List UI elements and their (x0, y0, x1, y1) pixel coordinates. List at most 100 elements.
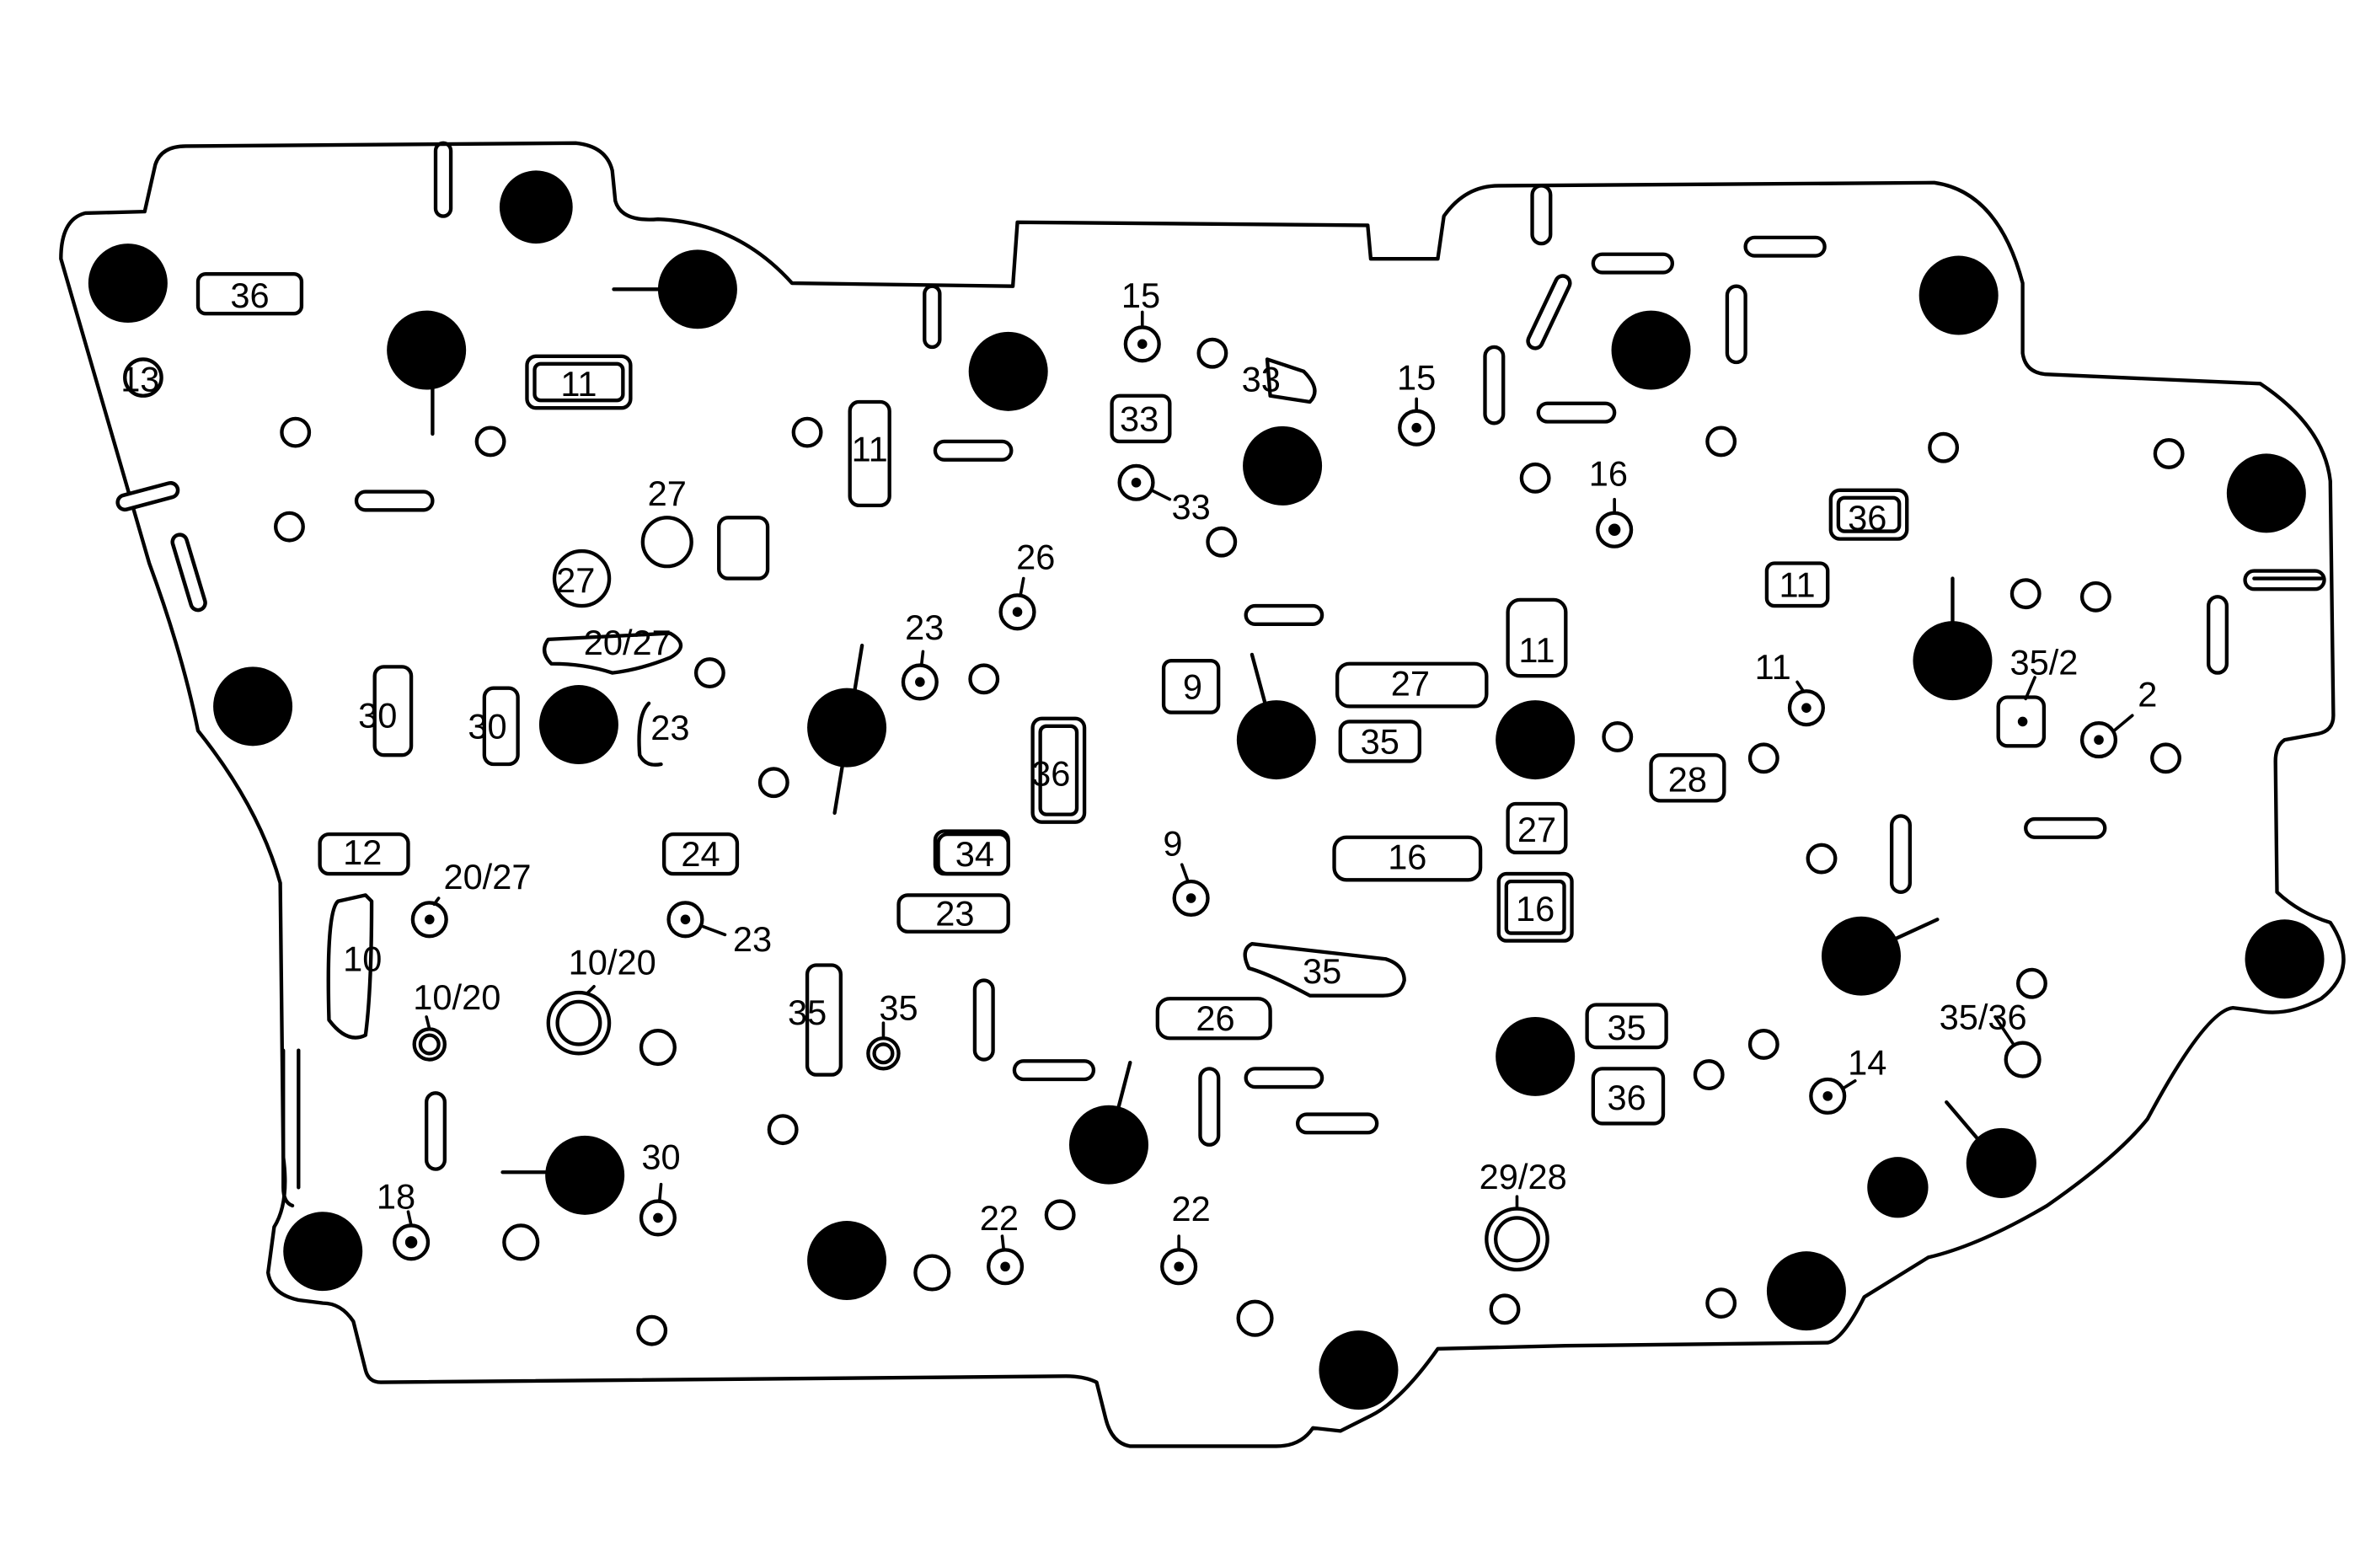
label-box (1335, 661, 1489, 709)
label-20-27: 20/27 (443, 857, 531, 896)
label-box (896, 893, 1010, 934)
label-box (532, 361, 625, 403)
label-22: 22 (980, 1198, 1019, 1238)
open-holes (123, 337, 2185, 1346)
label-box (1836, 495, 1902, 533)
label-box (1764, 561, 1830, 608)
label-35: 35 (879, 988, 918, 1028)
label-24: 24 (681, 834, 720, 874)
label-9: 9 (1163, 823, 1182, 863)
label-10-20: 10/20 (569, 942, 656, 982)
labels: 36 13 11 11 27 27 20/27 30 30 23 12 20/2… (120, 276, 2157, 1238)
label-box (482, 686, 520, 767)
label-22: 22 (1172, 1189, 1211, 1228)
slot (2024, 816, 2107, 839)
label-27: 27 (556, 560, 595, 600)
label-box (1332, 835, 1483, 882)
label-box (1506, 597, 1568, 678)
slot (1743, 235, 1827, 258)
label-18: 18 (377, 1177, 415, 1217)
label-box (1585, 1003, 1668, 1050)
label-box (1030, 716, 1087, 824)
slot (433, 141, 453, 218)
label-30: 30 (358, 696, 397, 736)
slot (2206, 595, 2229, 675)
label-33: 33 (1120, 399, 1159, 438)
label-36: 36 (1608, 1078, 1646, 1117)
label-box (661, 832, 740, 876)
label-11: 11 (1518, 630, 1555, 670)
label-box (1110, 393, 1172, 444)
label-9: 9 (1183, 666, 1202, 706)
label-box (1591, 1067, 1666, 1126)
label-16: 16 (1589, 453, 1628, 493)
label-35-2: 35/2 (2009, 642, 2078, 682)
label-11: 11 (560, 364, 597, 404)
label-box (326, 893, 374, 1040)
bolt-holes (88, 170, 2325, 1410)
label-36: 36 (1031, 753, 1070, 793)
label-13: 13 (120, 359, 159, 399)
slot (1530, 184, 1553, 246)
leader-lines (406, 310, 2134, 1252)
label-11: 11 (1779, 565, 1816, 604)
label-14: 14 (1848, 1043, 1886, 1083)
slot (174, 536, 204, 608)
label-36: 36 (230, 276, 269, 315)
slot (1483, 345, 1506, 425)
label-12: 12 (343, 832, 382, 872)
label-2: 2 (2138, 674, 2157, 714)
label-box (372, 665, 414, 757)
label-23: 23 (935, 894, 974, 934)
slot (119, 484, 176, 508)
label-box (637, 701, 663, 767)
label-16: 16 (1516, 889, 1555, 928)
label-box (543, 631, 683, 675)
label-26: 26 (1016, 538, 1055, 577)
label-box (1161, 658, 1221, 714)
label-23: 23 (733, 919, 772, 959)
label-box (1155, 997, 1272, 1041)
port-center-dots (404, 339, 2104, 1272)
slot (1198, 1067, 1221, 1147)
label-20-27: 20/27 (584, 623, 672, 662)
label-36: 36 (1848, 498, 1886, 538)
label-16: 16 (1388, 838, 1426, 877)
label-box (717, 516, 770, 581)
label-box (1243, 942, 1406, 998)
slot (281, 1048, 295, 1208)
slot (354, 490, 435, 512)
slot (2243, 569, 2326, 591)
label-27: 27 (1391, 664, 1430, 704)
slot (1889, 814, 1913, 894)
label-box (525, 354, 633, 410)
label-33: 33 (1242, 359, 1281, 399)
slot (424, 1091, 447, 1171)
label-35: 35 (788, 993, 827, 1032)
label-35: 35 (1303, 951, 1341, 991)
label-box (1496, 871, 1574, 943)
slot (923, 284, 942, 350)
label-30: 30 (641, 1137, 680, 1177)
label-11: 11 (1755, 647, 1791, 687)
slot (1244, 1067, 1324, 1089)
label-35: 35 (1608, 1008, 1646, 1047)
label-box (1828, 488, 1909, 541)
slot (1725, 284, 1747, 365)
label-box (1996, 695, 2047, 748)
label-box (805, 963, 843, 1077)
label-33: 33 (1172, 487, 1211, 527)
label-box (848, 399, 891, 508)
label-box (1038, 724, 1079, 816)
slot (1536, 401, 1617, 424)
label-34: 34 (955, 834, 994, 874)
label-box (1649, 753, 1726, 803)
slot (1529, 277, 1569, 347)
label-box (318, 832, 410, 876)
slot (1244, 603, 1324, 626)
label-10-20: 10/20 (413, 977, 500, 1017)
label-35: 35 (1361, 721, 1399, 761)
slot (1591, 252, 1675, 275)
label-11: 11 (852, 429, 888, 468)
